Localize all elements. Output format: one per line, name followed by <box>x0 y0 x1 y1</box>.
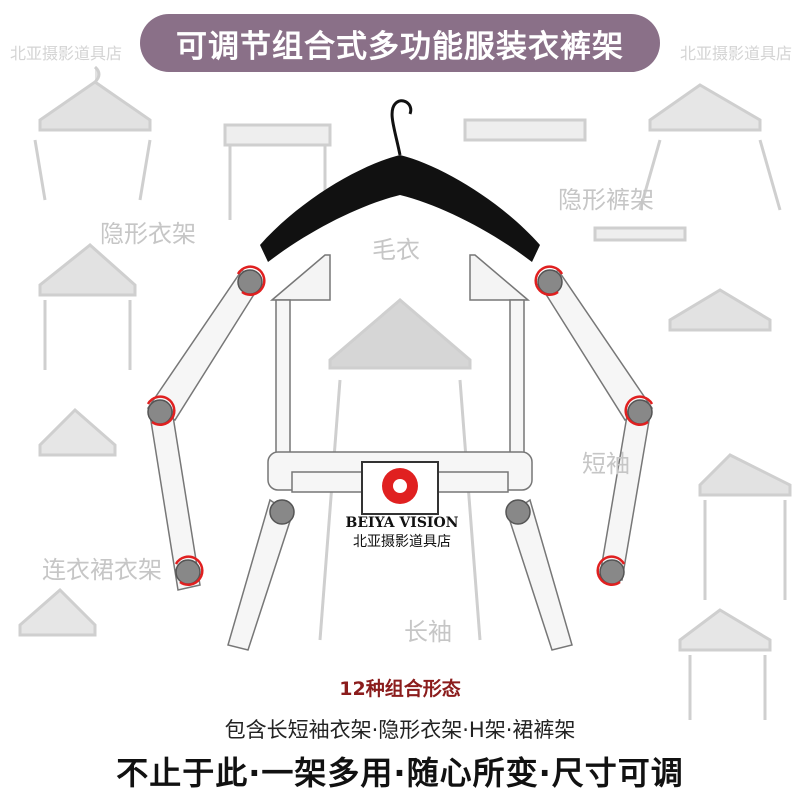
logo-mark <box>361 461 439 515</box>
label-long-sleeve: 长袖 <box>404 618 452 646</box>
title-banner: 可调节组合式多功能服装衣裤架 <box>140 14 660 72</box>
page-title: 可调节组合式多功能服装衣裤架 <box>176 28 624 65</box>
slogan: 不止于此·一架多用·随心所变·尺寸可调 <box>116 754 684 792</box>
rotation-arrows <box>146 265 654 586</box>
label-pants-hanger: 隐形裤架 <box>558 186 654 214</box>
includes-caption: 包含长短袖衣架·隐形衣架·H架·裙裤架 <box>224 718 576 742</box>
watermark-top-right: 北亚摄影道具店 <box>680 44 793 63</box>
label-sweater: 毛衣 <box>372 236 420 264</box>
watermark-top-left: 北亚摄影道具店 <box>10 44 123 63</box>
joints <box>147 269 653 585</box>
logo-english: BEIYA VISION <box>345 515 459 531</box>
main-hanger <box>260 99 540 262</box>
background-hangers <box>18 65 792 720</box>
label-short-sleeve: 短袖 <box>582 450 630 478</box>
logo-chinese: 北亚摄影道具店 <box>353 534 451 550</box>
shoulder-brackets <box>269 254 531 301</box>
combination-count: 12种组合形态 <box>339 678 461 700</box>
label-dress-hanger: 连衣裙衣架 <box>42 556 162 584</box>
label-invisible-hanger: 隐形衣架 <box>100 220 196 248</box>
